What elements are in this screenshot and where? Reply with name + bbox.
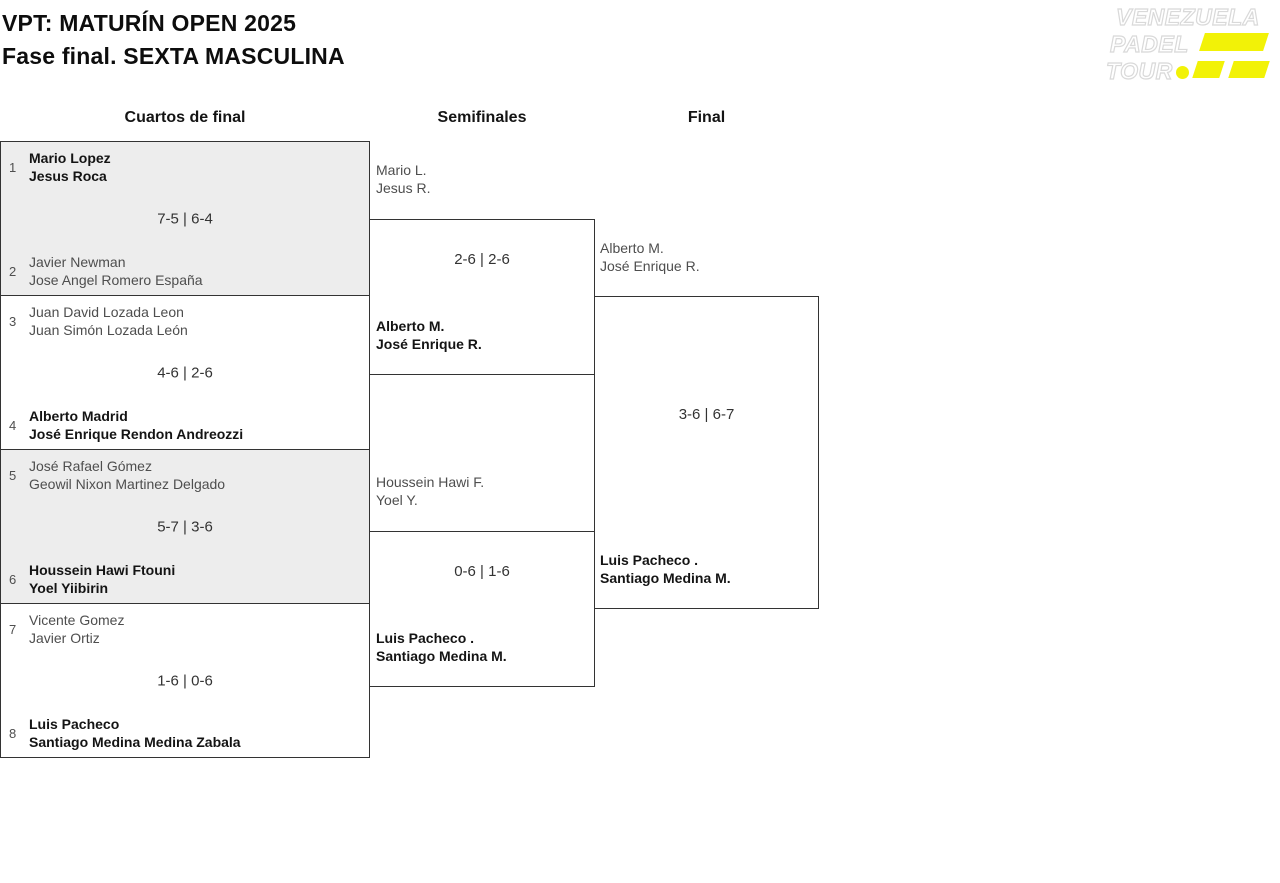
match-score: 1-6 | 0-6	[157, 672, 213, 689]
logo-yellow-bar	[1199, 33, 1269, 51]
phase-subtitle: Fase final. SEXTA MASCULINA	[2, 43, 345, 69]
match-slot-bottom: 6 Houssein Hawi Ftouni Yoel Yiibirin	[7, 561, 175, 597]
match-score: 4-6 | 2-6	[157, 364, 213, 381]
semifinal-match-2-box: 0-6 | 1-6	[369, 531, 595, 687]
logo-text-padel: PADEL	[1109, 31, 1189, 57]
seed-number: 7	[9, 621, 17, 637]
quarterfinal-match-4: 7 Vicente Gomez Javier Ortiz 1-6 | 0-6 8…	[0, 603, 370, 758]
match-slot-top: 5 José Rafael Gómez Geowil Nixon Martine…	[7, 457, 225, 493]
player-name: Luis Pacheco .	[376, 630, 475, 646]
team-pair: Javier Newman Jose Angel Romero España	[29, 253, 203, 289]
player-name: Santiago Medina Medina Zabala	[29, 734, 241, 750]
logo-yellow-dot	[1176, 66, 1189, 79]
player-name: Yoel Y.	[376, 492, 418, 508]
quarterfinal-match-1: 1 Mario Lopez Jesus Roca 7-5 | 6-4 2 Jav…	[0, 141, 370, 296]
final-team-top: Alberto M. José Enrique R.	[600, 239, 700, 275]
match-score: 3-6 | 6-7	[678, 406, 735, 423]
player-name: José Rafael Gómez	[29, 458, 152, 474]
team-pair: Houssein Hawi Ftouni Yoel Yiibirin	[29, 561, 175, 597]
quarterfinal-match-2: 3 Juan David Lozada Leon Juan Simón Loza…	[0, 295, 370, 450]
final-match-box: 3-6 | 6-7	[594, 296, 819, 609]
player-name: Vicente Gomez	[29, 612, 125, 628]
match-slot-bottom: 8 Luis Pacheco Santiago Medina Medina Za…	[7, 715, 241, 751]
seed-number: 5	[9, 467, 17, 483]
player-name: Juan David Lozada Leon	[29, 304, 184, 320]
team-pair: Juan David Lozada Leon Juan Simón Lozada…	[29, 303, 188, 339]
team-pair: José Rafael Gómez Geowil Nixon Martinez …	[29, 457, 225, 493]
quarterfinal-match-3: 5 José Rafael Gómez Geowil Nixon Martine…	[0, 449, 370, 604]
quarterfinals-column: 1 Mario Lopez Jesus Roca 7-5 | 6-4 2 Jav…	[0, 141, 370, 758]
round-header-semifinals: Semifinales	[437, 109, 527, 126]
round-header-quarterfinals: Cuartos de final	[124, 109, 246, 126]
player-name: José Enrique R.	[600, 258, 700, 274]
player-name: Luis Pacheco	[29, 716, 120, 732]
player-name: Santiago Medina M.	[600, 570, 731, 586]
player-name: Houssein Hawi F.	[376, 474, 485, 490]
team-pair: Mario Lopez Jesus Roca	[29, 149, 111, 185]
match-score: 7-5 | 6-4	[157, 210, 213, 227]
team-pair: Luis Pacheco Santiago Medina Medina Zaba…	[29, 715, 241, 751]
match-score: 2-6 | 2-6	[454, 251, 510, 268]
logo-text-tour: TOUR	[1105, 58, 1173, 84]
semifinal-1-team-top: Mario L. Jesus R.	[376, 161, 430, 197]
seed-number: 8	[9, 725, 17, 741]
player-name: Jesus R.	[376, 180, 431, 196]
semifinal-2-team-bottom: Luis Pacheco . Santiago Medina M.	[376, 629, 507, 665]
match-score: 0-6 | 1-6	[454, 563, 510, 580]
player-name: Juan Simón Lozada León	[29, 322, 188, 338]
logo-yellow-bar	[1228, 61, 1270, 78]
team-pair: Vicente Gomez Javier Ortiz	[29, 611, 124, 647]
match-slot-top: 1 Mario Lopez Jesus Roca	[7, 149, 111, 185]
player-name: Houssein Hawi Ftouni	[29, 562, 176, 578]
seed-number: 1	[9, 159, 17, 175]
match-slot-top: 7 Vicente Gomez Javier Ortiz	[7, 611, 124, 647]
match-slot-top: 3 Juan David Lozada Leon Juan Simón Loza…	[7, 303, 188, 339]
player-name: Mario L.	[376, 162, 427, 178]
match-score: 5-7 | 3-6	[157, 518, 213, 535]
player-name: Jesus Roca	[29, 168, 107, 184]
seed-number: 3	[9, 313, 17, 329]
match-slot-bottom: 4 Alberto Madrid José Enrique Rendon And…	[7, 407, 243, 443]
player-name: Javier Ortiz	[29, 630, 100, 646]
player-name: José Enrique R.	[376, 336, 482, 352]
player-name: Santiago Medina M.	[376, 648, 507, 664]
player-name: Yoel Yiibirin	[29, 580, 109, 596]
match-slot-bottom: 2 Javier Newman Jose Angel Romero España	[7, 253, 203, 289]
player-name: Luis Pacheco .	[600, 552, 699, 568]
team-pair: Alberto Madrid José Enrique Rendon Andre…	[29, 407, 243, 443]
tournament-title: VPT: MATURÍN OPEN 2025	[2, 10, 297, 36]
vpt-logo: VENEZUELA PADEL TOUR	[1105, 2, 1274, 88]
player-name: Mario Lopez	[29, 150, 111, 166]
logo-yellow-bar	[1192, 61, 1225, 78]
logo-text-venezuela: VENEZUELA	[1115, 4, 1260, 30]
player-name: Geowil Nixon Martinez Delgado	[29, 476, 226, 492]
player-name: Alberto Madrid	[29, 408, 128, 424]
player-name: Javier Newman	[29, 254, 126, 270]
player-name: Alberto M.	[376, 318, 445, 334]
semifinal-1-team-bottom: Alberto M. José Enrique R.	[376, 317, 482, 353]
final-team-bottom: Luis Pacheco . Santiago Medina M.	[600, 551, 731, 587]
seed-number: 2	[9, 263, 17, 279]
seed-number: 6	[9, 571, 17, 587]
seed-number: 4	[9, 417, 17, 433]
semifinal-2-team-top: Houssein Hawi F. Yoel Y.	[376, 473, 484, 509]
player-name: José Enrique Rendon Andreozzi	[29, 426, 244, 442]
player-name: Jose Angel Romero España	[29, 272, 203, 288]
page-title: VPT: MATURÍN OPEN 2025 Fase final. SEXTA…	[2, 7, 345, 73]
round-header-final: Final	[687, 109, 726, 126]
player-name: Alberto M.	[600, 240, 664, 256]
